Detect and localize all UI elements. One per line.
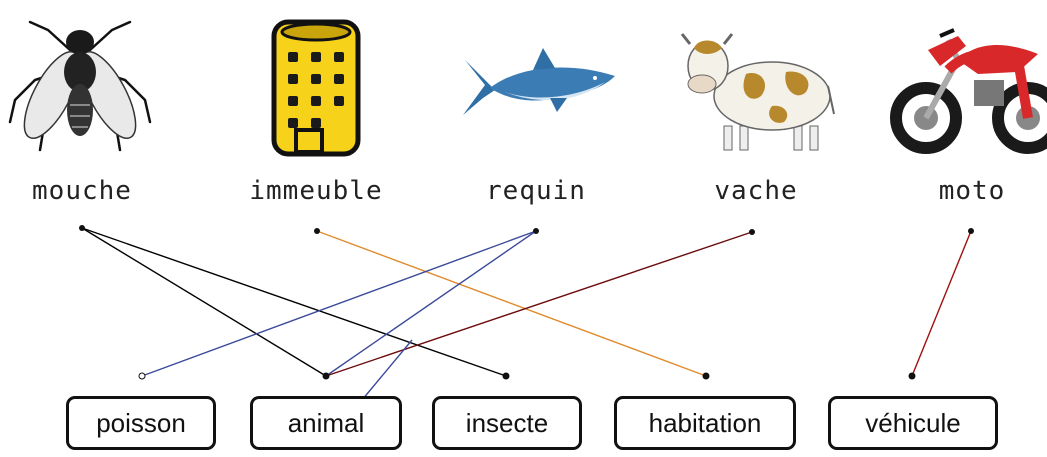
building-picture: [271, 19, 361, 157]
link-immeuble-habitation: [316, 230, 707, 377]
word-immeuble: immeuble: [249, 176, 383, 206]
link-requin-animal: [325, 230, 537, 377]
anchor-dot-vache[interactable]: [749, 229, 755, 235]
motorbike-picture: [890, 28, 1047, 154]
category-box-poisson[interactable]: poisson: [66, 396, 216, 450]
anchor-dot-immeuble[interactable]: [314, 228, 320, 234]
word-requin: requin: [486, 176, 586, 206]
fly-picture: [8, 20, 152, 152]
anchor-dot-vehicule[interactable]: [908, 372, 916, 380]
link-requin-animal-tail: [361, 339, 413, 401]
anchor-dot-moto[interactable]: [968, 228, 974, 234]
link-moto-vehicule: [911, 230, 972, 377]
anchor-dot-animal[interactable]: [322, 372, 330, 380]
cow-picture: [680, 33, 835, 151]
word-mouche: mouche: [32, 176, 132, 206]
word-moto: moto: [938, 176, 1006, 206]
category-box-habitation[interactable]: habitation: [614, 396, 796, 450]
anchor-dot-insecte[interactable]: [502, 372, 510, 380]
anchor-dot-mouche[interactable]: [79, 225, 85, 231]
link-vache-animal: [325, 231, 753, 377]
link-mouche-animal: [81, 227, 327, 377]
category-box-animal[interactable]: animal: [250, 396, 402, 450]
anchor-dot-requin[interactable]: [533, 228, 539, 234]
link-mouche-insecte: [81, 227, 507, 377]
category-box-vehicule[interactable]: véhicule: [828, 396, 998, 450]
word-vache: vache: [714, 176, 798, 206]
anchor-dot-poisson[interactable]: [138, 372, 146, 380]
link-requin-poisson: [141, 230, 537, 377]
shark-picture: [463, 48, 615, 115]
category-box-insecte[interactable]: insecte: [432, 396, 582, 450]
anchor-dot-habitation[interactable]: [702, 372, 710, 380]
